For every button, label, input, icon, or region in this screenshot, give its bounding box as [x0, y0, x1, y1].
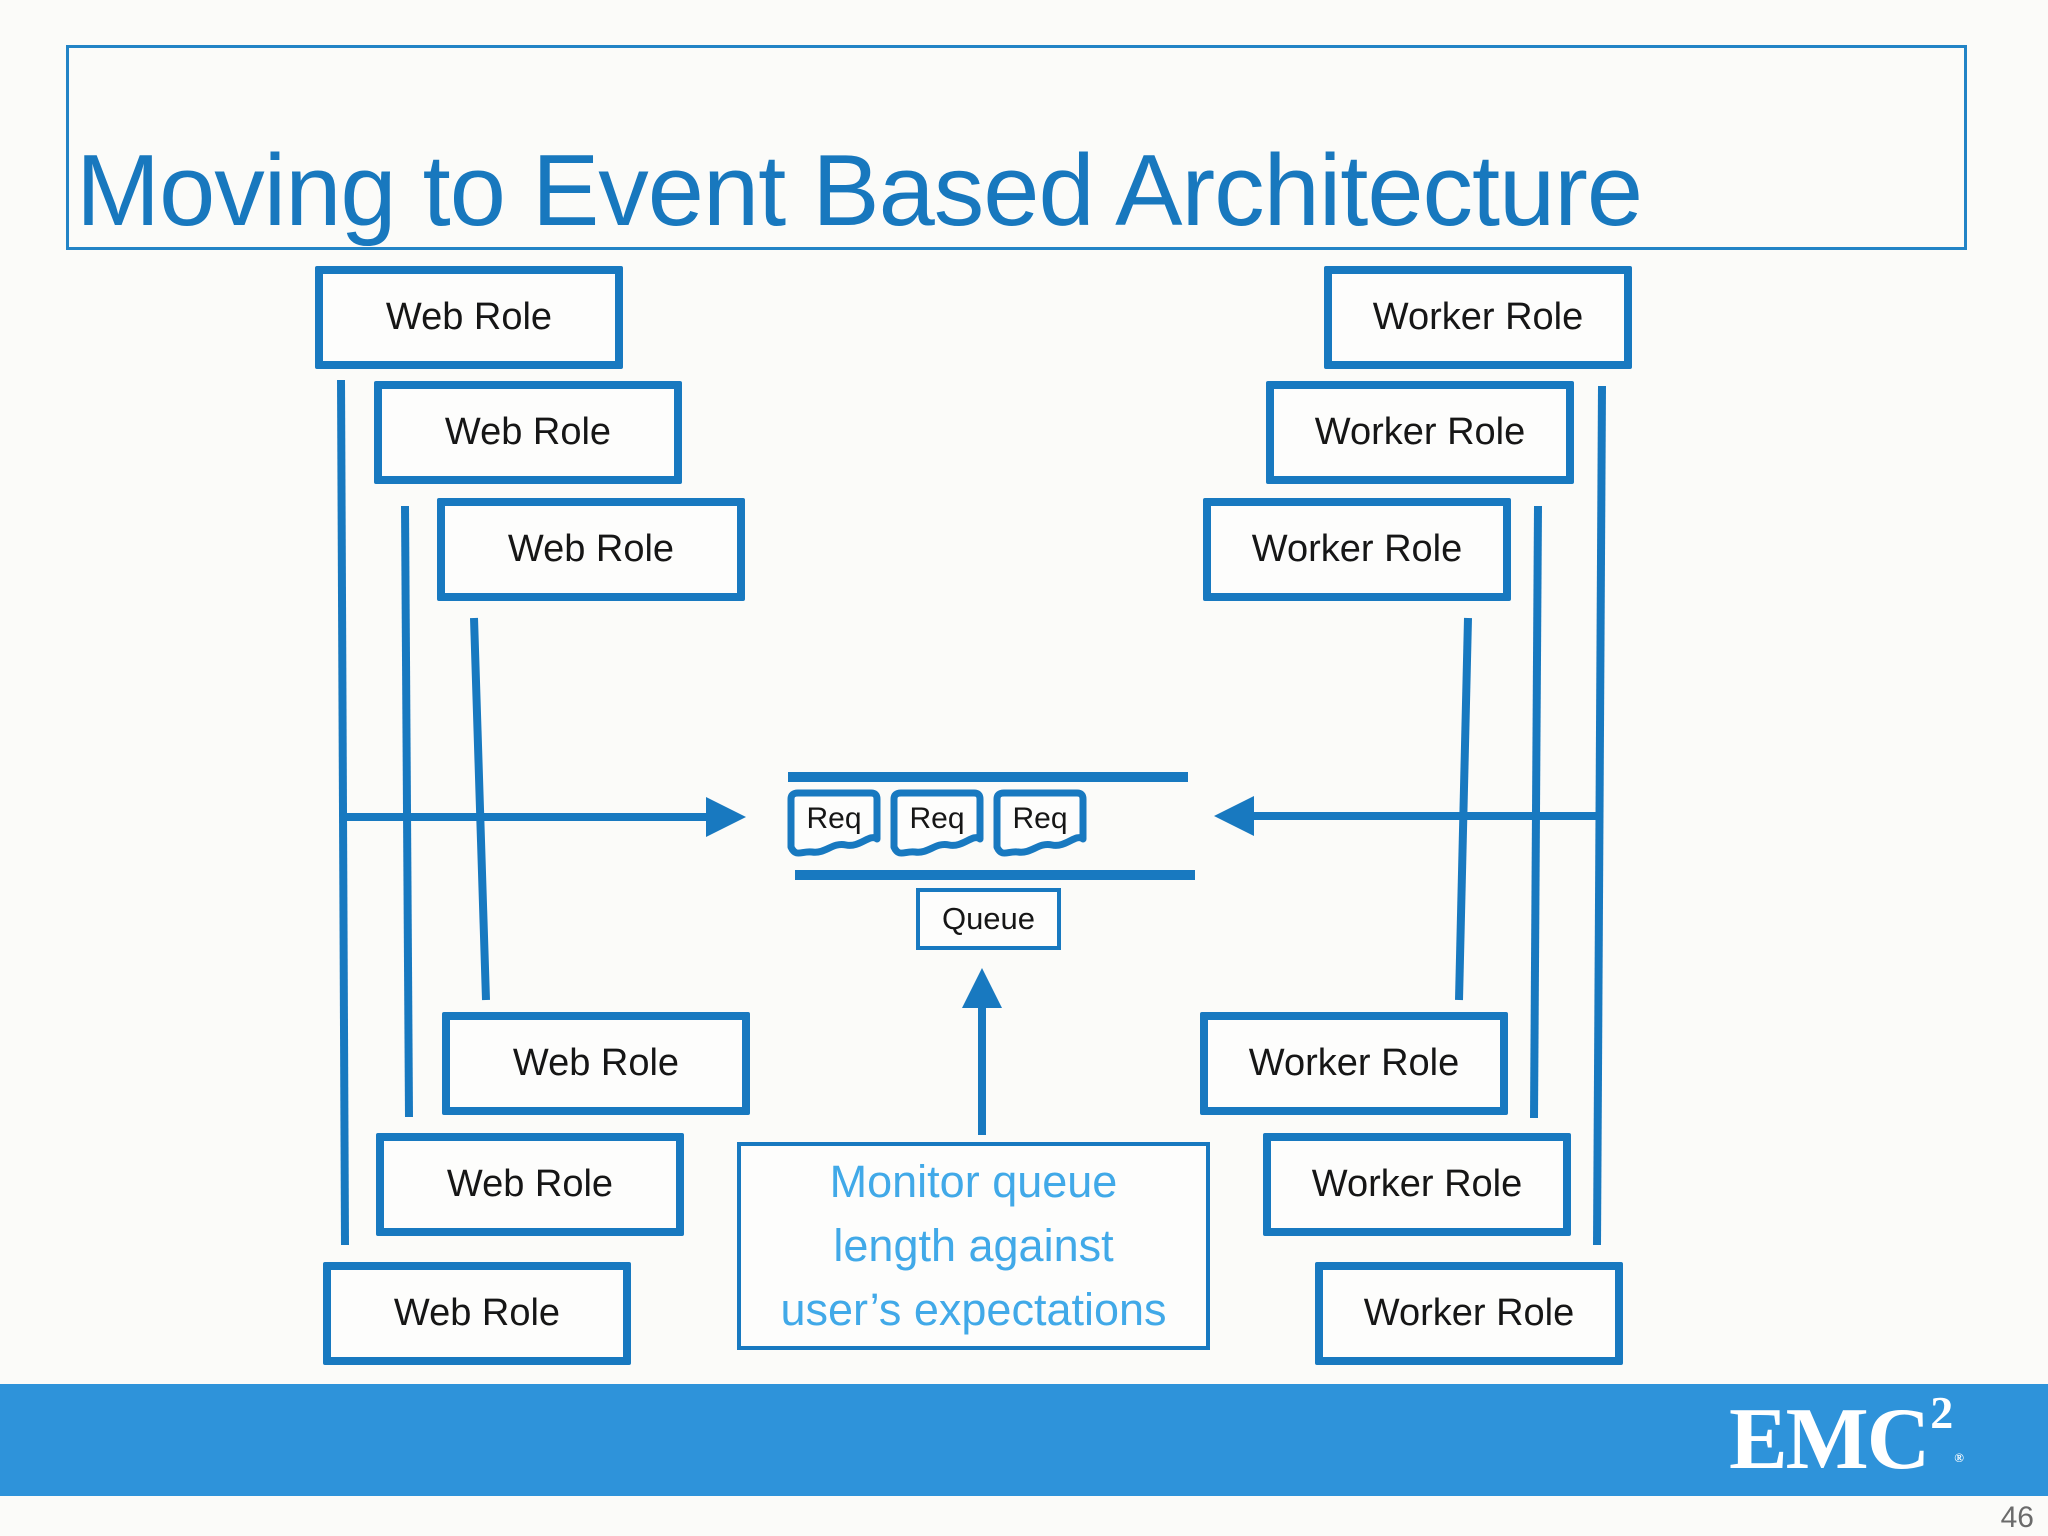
document-icon — [787, 789, 881, 857]
web-role-box-3: Web Role — [437, 498, 745, 601]
emc-logo: EMC2® — [1729, 1390, 1964, 1484]
worker-role-label: Worker Role — [1314, 411, 1526, 453]
request-document-1: Req — [787, 789, 881, 865]
connector-web1-web6 — [337, 379, 349, 1246]
queue-label-box: Queue — [916, 888, 1061, 950]
worker-role-label: Worker Role — [1248, 1042, 1460, 1084]
worker-role-label: Worker Role — [1372, 296, 1584, 338]
annotation-line: length against — [833, 1220, 1114, 1271]
worker-role-label: Worker Role — [1363, 1292, 1575, 1334]
worker-role-box-6: Worker Role — [1315, 1262, 1623, 1365]
page-title: Moving to Event Based Architecture — [76, 135, 1643, 247]
connector-web2-web5 — [401, 505, 413, 1118]
emc-logo-exponent: 2 — [1930, 1387, 1954, 1438]
request-label: Req — [806, 802, 862, 835]
title-box — [66, 45, 1967, 250]
web-role-box-5: Web Role — [376, 1133, 684, 1236]
web-role-label: Web Role — [385, 296, 553, 338]
connector-worker1-worker6 — [1593, 385, 1606, 1246]
worker-role-box-3: Worker Role — [1203, 498, 1511, 601]
web-role-label: Web Role — [507, 528, 675, 570]
worker-role-box-1: Worker Role — [1324, 266, 1632, 369]
connector-worker2-worker5 — [1530, 505, 1542, 1119]
request-document-3: Req — [993, 789, 1087, 865]
request-document-2: Req — [890, 789, 984, 865]
registered-mark-icon: ® — [1954, 1450, 1964, 1465]
queue-label: Queue — [941, 901, 1036, 936]
worker-role-box-5: Worker Role — [1263, 1133, 1571, 1236]
connector-web3-web4 — [470, 617, 490, 1001]
web-role-box-2: Web Role — [374, 381, 682, 484]
web-role-box-4: Web Role — [442, 1012, 750, 1115]
annotation-box: Monitor queue length against user’s expe… — [737, 1142, 1210, 1350]
worker-role-label: Worker Role — [1311, 1163, 1523, 1205]
connector-worker3-worker4 — [1455, 617, 1472, 1001]
page-number: 46 — [2000, 1501, 2034, 1534]
web-role-box-6: Web Role — [323, 1262, 631, 1365]
request-label: Req — [909, 802, 965, 835]
worker-role-box-4: Worker Role — [1200, 1012, 1508, 1115]
annotation-line: Monitor queue — [829, 1156, 1118, 1207]
web-role-label: Web Role — [446, 1163, 614, 1205]
annotation-line: user’s expectations — [780, 1284, 1167, 1335]
worker-role-box-2: Worker Role — [1266, 381, 1574, 484]
web-role-label: Web Role — [444, 411, 612, 453]
document-icon — [993, 789, 1087, 857]
request-label: Req — [1012, 802, 1068, 835]
web-role-label: Web Role — [512, 1042, 680, 1084]
emc-logo-text: EMC — [1728, 1391, 1930, 1488]
web-role-box-1: Web Role — [315, 266, 623, 369]
document-icon — [890, 789, 984, 857]
worker-role-label: Worker Role — [1251, 528, 1463, 570]
web-role-label: Web Role — [393, 1292, 561, 1334]
footer-bar: EMC2® — [0, 1384, 2048, 1496]
